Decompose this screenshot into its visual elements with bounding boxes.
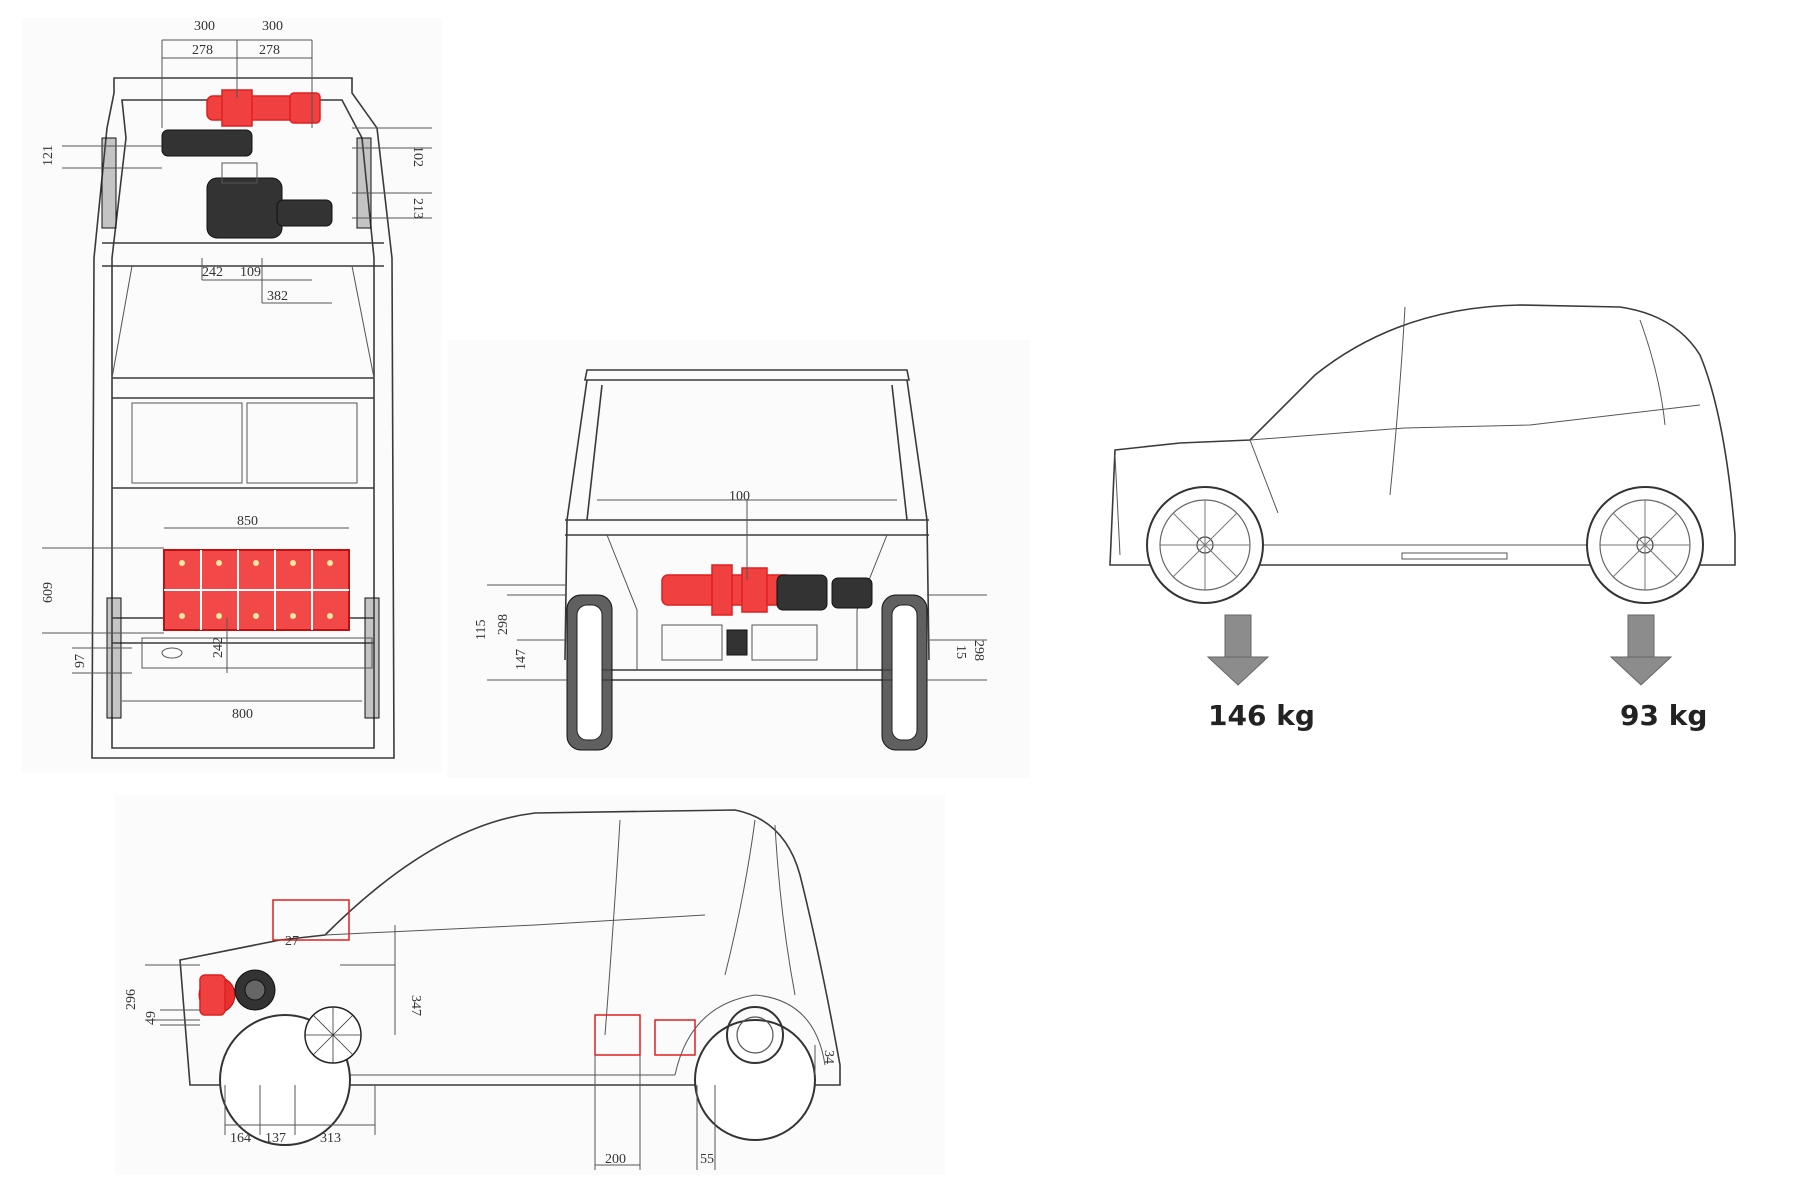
dim-label: 137	[265, 1131, 286, 1146]
dim-label: 27	[285, 934, 299, 949]
dim-label: 213	[410, 198, 425, 219]
rear-axle-load-label: 93 kg	[1620, 699, 1707, 732]
dim-label: 242	[202, 265, 223, 280]
dim-label: 278	[259, 43, 280, 58]
dim-label: 609	[41, 582, 56, 603]
dim-label: 97	[73, 654, 88, 668]
dim-label: 100	[729, 489, 750, 504]
dim-label: 121	[41, 145, 56, 166]
rear-load-arrow	[1609, 614, 1673, 686]
dim-label: 34	[821, 1050, 836, 1064]
motor-red-front	[661, 564, 793, 616]
front-view-drawing: 100 115 298 147 15 298	[447, 340, 1030, 778]
dim-label: 200	[605, 1152, 626, 1167]
dim-label: 298	[971, 640, 986, 661]
motor-red-side	[198, 974, 236, 1016]
dim-label: 850	[237, 514, 258, 529]
dim-label: 15	[953, 645, 968, 659]
front-wheel	[1146, 486, 1264, 604]
front-load-arrow	[1206, 614, 1270, 686]
dim-label: 147	[514, 649, 529, 670]
dim-label: 300	[262, 19, 283, 34]
side-view-drawing: 27 347 296 49 164 137 313 200 55 34	[115, 795, 945, 1175]
motor-red-top	[206, 89, 321, 127]
battery-pack-top	[163, 549, 350, 631]
dim-label: 800	[232, 707, 253, 722]
dim-label: 298	[496, 614, 511, 635]
dim-label: 115	[474, 620, 489, 640]
dim-label: 164	[230, 1131, 251, 1146]
dim-label: 278	[192, 43, 213, 58]
rear-wheel	[1586, 486, 1704, 604]
load-distribution-view: 146 kg 93 kg	[1100, 295, 1800, 745]
dim-label: 300	[194, 19, 215, 34]
front-axle-load-label: 146 kg	[1208, 699, 1315, 732]
top-view-drawing: 300 300 278 278 102 121 213 242 109 382 …	[22, 18, 442, 773]
dim-label: 49	[144, 1011, 159, 1025]
dim-label: 347	[408, 995, 423, 1016]
dim-label: 296	[124, 989, 139, 1010]
dim-label: 313	[320, 1131, 341, 1146]
dim-label: 55	[700, 1152, 714, 1167]
dim-label: 109	[240, 265, 261, 280]
dim-label: 102	[410, 146, 425, 167]
dim-label: 242	[211, 637, 226, 658]
dim-label: 382	[267, 289, 288, 304]
